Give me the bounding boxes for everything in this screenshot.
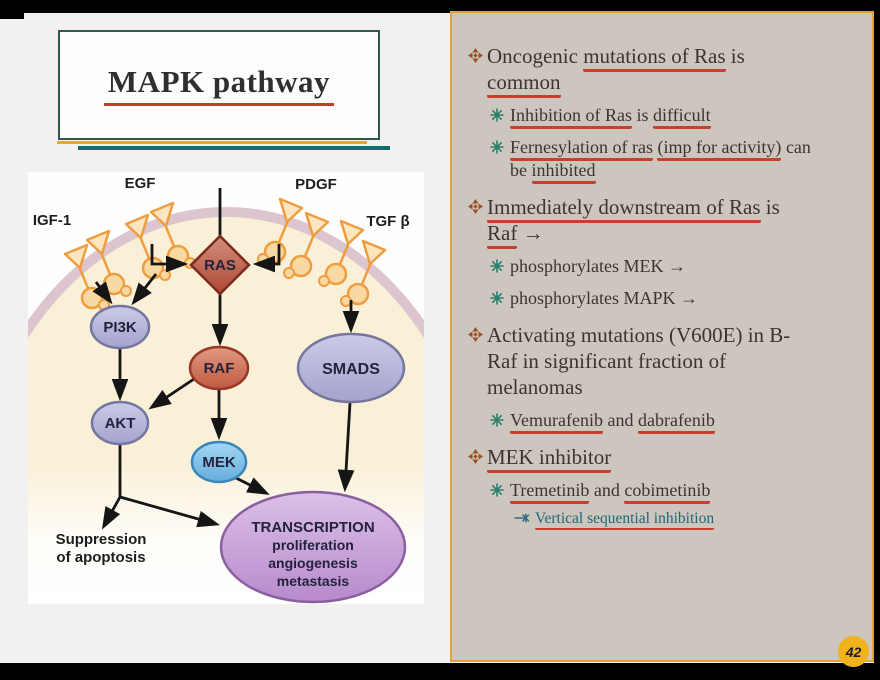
pi3k-label: PI3K xyxy=(103,319,137,336)
transcription-line4: metastasis xyxy=(277,573,350,589)
frame-notch xyxy=(0,0,24,19)
egf-label: EGF xyxy=(125,175,156,192)
teal-divider xyxy=(78,146,390,150)
bullet-item: Immediately downstream of Ras is Raf → xyxy=(468,194,860,249)
asterisk-bullet-icon xyxy=(490,291,504,305)
igf1-label: IGF-1 xyxy=(33,212,71,229)
raf-node: RAF xyxy=(188,345,250,391)
arrow-bullet-icon xyxy=(514,513,530,523)
mapk-pathway-diagram: RAS PI3K RAF SMADS AKT MEK xyxy=(28,172,424,604)
asterisk-bullet-icon xyxy=(490,413,504,427)
suppression-of-apoptosis-label: Suppression of apoptosis xyxy=(56,531,147,566)
bullet-item: Inhibition of Ras is difficult xyxy=(490,104,860,129)
bullet-item: phosphorylates MAPK → xyxy=(490,287,860,310)
smads-label: SMADS xyxy=(322,361,380,378)
transcription-line3: angiogenesis xyxy=(268,555,358,571)
transcription-line1: TRANSCRIPTION xyxy=(251,519,374,536)
bullet-item: Tremetinib and cobimetinib xyxy=(490,479,860,504)
transcription-line2: proliferation xyxy=(272,537,354,553)
akt-label: AKT xyxy=(105,415,136,432)
cross-bullet-icon xyxy=(468,48,483,63)
ras-label: RAS xyxy=(204,257,236,274)
asterisk-bullet-icon xyxy=(490,140,504,154)
notes-panel: Oncogenic mutations of Ras is common Inh… xyxy=(450,11,874,662)
asterisk-bullet-icon xyxy=(490,108,504,122)
page-title: MAPK pathway xyxy=(103,64,335,106)
title-box: MAPK pathway xyxy=(58,30,380,140)
asterisk-bullet-icon xyxy=(490,259,504,273)
pi3k-node: PI3K xyxy=(89,304,151,350)
ras-node: RAS xyxy=(189,234,251,296)
bullet-item: phosphorylates MEK → xyxy=(490,255,860,278)
bullet-item: Activating mutations (V600E) in B- Raf i… xyxy=(468,322,860,400)
cross-bullet-icon xyxy=(468,199,483,214)
cross-bullet-icon xyxy=(468,449,483,464)
svg-text:Suppression: Suppression xyxy=(56,531,147,548)
bullet-item: Oncogenic mutations of Ras is common xyxy=(468,43,860,98)
pdgf-label: PDGF xyxy=(295,176,337,193)
transcription-node: TRANSCRIPTION proliferation angiogenesis… xyxy=(219,490,407,604)
cross-bullet-icon xyxy=(468,327,483,342)
frame-bottom-bar xyxy=(0,663,880,680)
pathway-arrows xyxy=(92,188,360,530)
page-number-badge: 42 xyxy=(838,636,869,667)
bullet-item: MEK inhibitor xyxy=(468,444,860,473)
bullet-item: Vemurafenib and dabrafenib xyxy=(490,409,860,434)
raf-label: RAF xyxy=(204,360,235,377)
bullet-item: Fernesylation of ras (imp for activity) … xyxy=(490,136,860,184)
orange-divider xyxy=(57,141,367,144)
tgfb-label: TGF β xyxy=(366,213,409,230)
bullet-item: Vertical sequential inhibition xyxy=(514,509,860,530)
frame-right-strip xyxy=(874,0,880,680)
akt-node: AKT xyxy=(90,400,150,446)
mek-label: MEK xyxy=(202,454,236,471)
asterisk-bullet-icon xyxy=(490,483,504,497)
smads-node: SMADS xyxy=(296,332,406,404)
svg-text:of apoptosis: of apoptosis xyxy=(56,549,145,566)
mek-node: MEK xyxy=(190,440,248,484)
